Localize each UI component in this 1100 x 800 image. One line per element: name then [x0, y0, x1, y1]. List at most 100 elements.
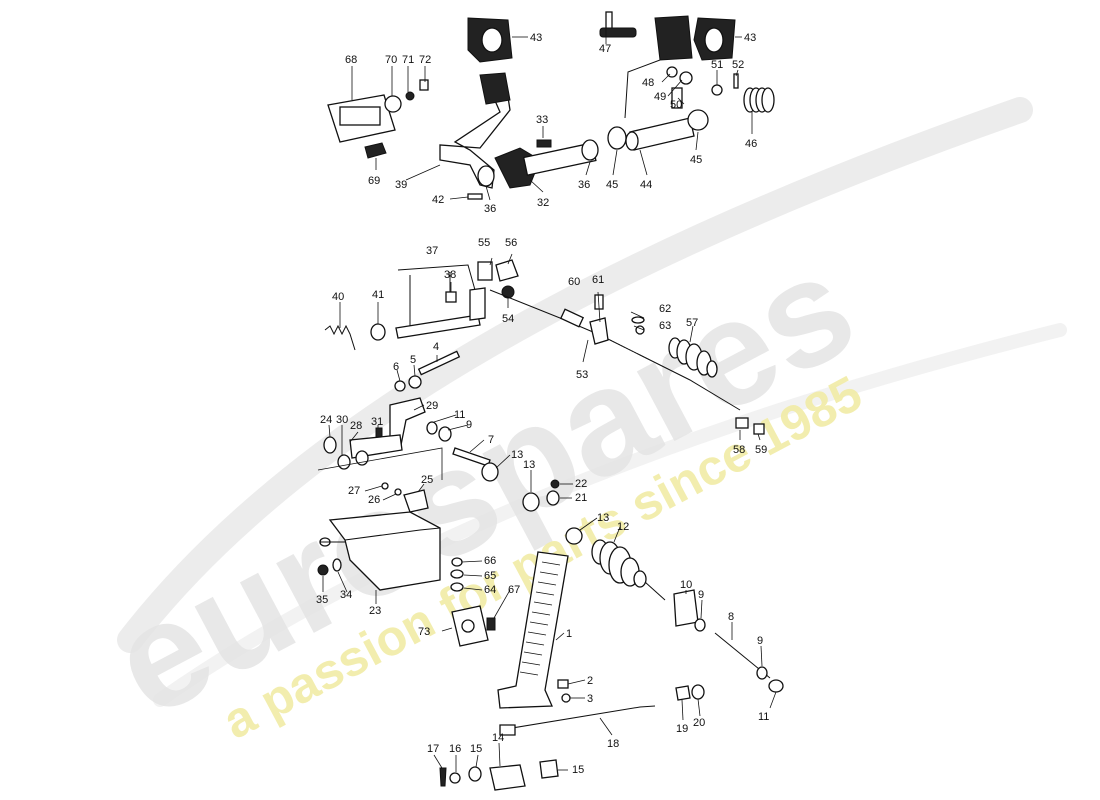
- bushing-36b: [581, 139, 599, 161]
- rod-18-end: [499, 724, 516, 736]
- nut-54: [501, 285, 515, 299]
- callout-37: 37: [426, 245, 438, 257]
- washer-71: [405, 91, 415, 101]
- callout-6: 6: [393, 361, 399, 373]
- screw-2: [557, 679, 569, 689]
- callout-69: 69: [368, 175, 380, 187]
- callout-57: 57: [686, 317, 698, 329]
- callout-27: 27: [348, 485, 360, 497]
- callout-43b: 43: [744, 32, 756, 44]
- bushing-20: [691, 684, 705, 700]
- tube-44: [629, 117, 695, 151]
- boot-12-rod: [644, 581, 666, 601]
- callout-50: 50: [670, 99, 682, 111]
- callout-45b: 45: [690, 154, 702, 166]
- callout-13c: 13: [597, 512, 609, 524]
- callout-11b: 11: [758, 711, 769, 723]
- accelerator-lower: [439, 527, 784, 791]
- washer-51: [711, 84, 723, 96]
- clip-55: [477, 261, 493, 281]
- callout-5: 5: [410, 354, 416, 366]
- callout-3: 3: [587, 693, 593, 705]
- spring-46: [743, 87, 775, 113]
- watermark: eurospares a passion for parts since 198…: [86, 97, 1067, 750]
- callout-70: 70: [385, 54, 397, 66]
- callout-34: 34: [340, 589, 352, 601]
- bracket-56: [495, 259, 519, 282]
- nut-70: [384, 95, 402, 113]
- washer-9c: [756, 666, 768, 680]
- washer-9a: [438, 426, 452, 442]
- callout-17: 17: [427, 743, 439, 755]
- callout-43a: 43: [530, 32, 542, 44]
- washer-9b: [694, 618, 706, 632]
- linkage-middle: [317, 259, 765, 592]
- washer-62: [631, 316, 645, 324]
- callout-38: 38: [444, 269, 456, 281]
- frame-line: [317, 447, 443, 480]
- callout-72: 72: [419, 54, 431, 66]
- bracket-23-edge: [344, 527, 441, 541]
- callout-1: 1: [566, 628, 572, 640]
- callout-60: 60: [568, 276, 580, 288]
- bolt-50: [671, 87, 683, 109]
- pedal-pad-center: [654, 15, 693, 61]
- screw-17: [439, 767, 447, 787]
- callout-40: 40: [332, 291, 344, 303]
- callout-46: 46: [745, 138, 757, 150]
- grommet-13a: [481, 462, 499, 482]
- washer-6: [394, 380, 406, 392]
- pedal-pad-43-left-hole: [481, 27, 503, 53]
- callout-13a: 13: [511, 449, 523, 461]
- callout-9c: 9: [757, 635, 763, 647]
- callout-2: 2: [587, 675, 593, 687]
- screw-27: [381, 482, 389, 490]
- washer-41: [370, 323, 386, 341]
- callout-49: 49: [654, 91, 666, 103]
- callout-66: 66: [484, 555, 496, 567]
- washer-49: [679, 71, 693, 85]
- lever-14: [489, 764, 526, 791]
- callout-9a: 9: [466, 419, 472, 431]
- washer-64: [450, 582, 464, 592]
- spring-40: [324, 324, 356, 351]
- bushing-10: [673, 589, 699, 627]
- bushing-15a: [468, 766, 482, 782]
- clip-33: [536, 139, 552, 148]
- callout-21: 21: [575, 492, 587, 504]
- screw-52: [733, 73, 739, 89]
- callout-labels: 43 47 43 68 70 71 72 48 49 50 51 52 33 4…: [316, 32, 769, 776]
- callout-41: 41: [372, 289, 384, 301]
- pedal-cluster-top: [327, 11, 775, 200]
- callout-55: 55: [478, 237, 490, 249]
- callout-65: 65: [484, 570, 496, 582]
- callout-42: 42: [432, 194, 444, 206]
- callout-11a: 11: [454, 409, 465, 421]
- washer-34: [332, 558, 342, 572]
- accelerator-pedal-ribs: [519, 561, 561, 676]
- bushing-30: [337, 454, 351, 470]
- pedal-pad-39: [479, 72, 511, 105]
- callout-13b: 13: [523, 459, 535, 471]
- bushing-45b: [687, 109, 709, 131]
- callout-44: 44: [640, 179, 652, 191]
- callout-36a: 36: [484, 203, 496, 215]
- nut-21: [546, 490, 560, 506]
- tube-44-end: [625, 131, 639, 151]
- pin-42: [467, 193, 483, 200]
- callout-48: 48: [642, 77, 654, 89]
- accelerator-pedal-1: [497, 551, 569, 709]
- nut-3: [561, 693, 571, 703]
- callout-31: 31: [371, 416, 383, 428]
- clip-25: [403, 489, 429, 513]
- callout-19: 19: [676, 723, 688, 735]
- callout-63: 63: [659, 320, 671, 332]
- bracket-68-window: [339, 106, 381, 126]
- callout-16: 16: [449, 743, 461, 755]
- callout-59: 59: [755, 444, 767, 456]
- pedal-arm-39: [439, 77, 511, 189]
- callout-39: 39: [395, 179, 407, 191]
- cable-thread: [609, 339, 651, 361]
- nut-58: [735, 417, 749, 429]
